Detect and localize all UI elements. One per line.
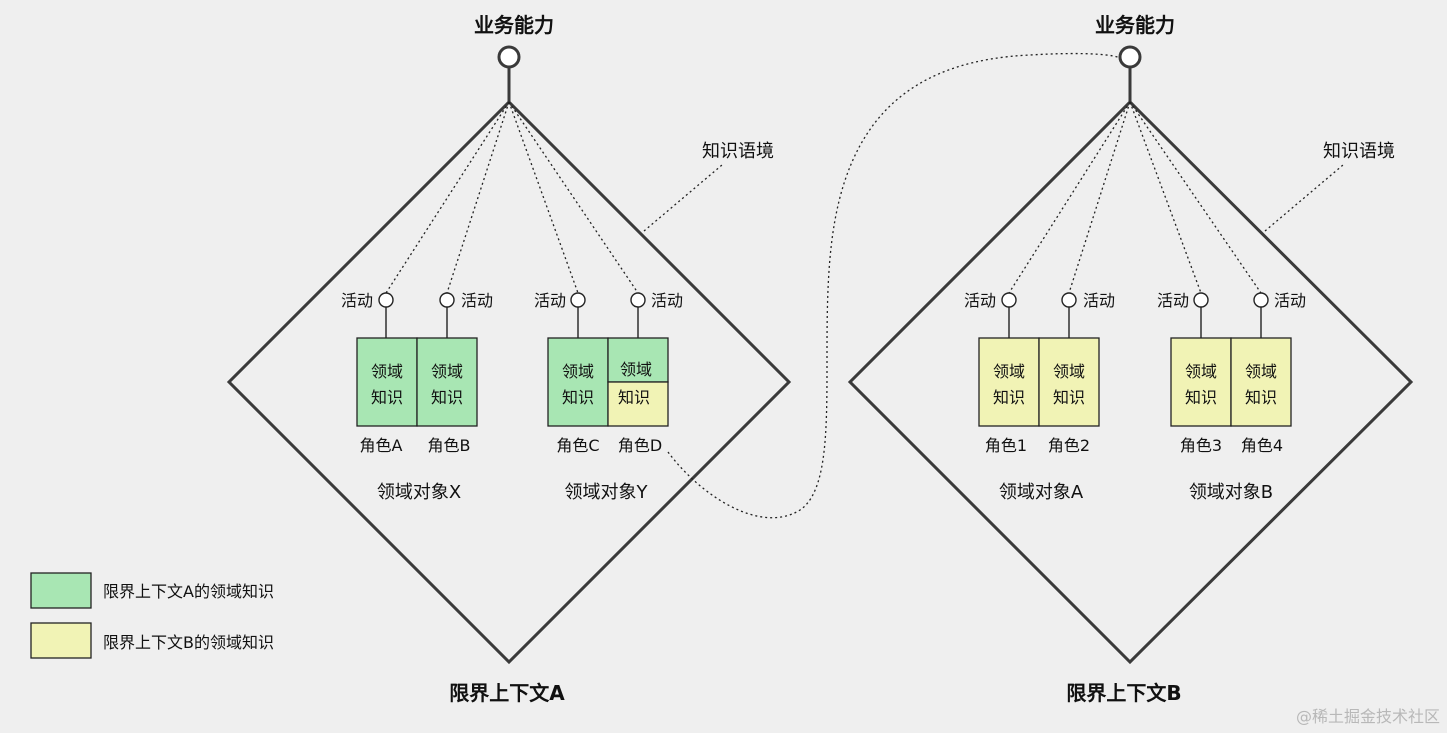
knowledge-text: 领域	[562, 362, 594, 381]
role-label: 角色D	[618, 436, 662, 455]
legend-label: 限界上下文B的领域知识	[103, 633, 274, 652]
bounded-context-b-label: 限界上下文B	[1066, 681, 1181, 705]
context-a-note: 知识语境	[702, 141, 774, 162]
knowledge-text: 知识	[993, 388, 1025, 407]
domain-object-x: 领域 知识 领域 知识 角色A 角色B 领域对象X	[356, 337, 478, 503]
knowledge-text: 知识	[562, 388, 594, 407]
knowledge-cell	[416, 337, 478, 427]
capability-b-node	[1118, 45, 1142, 69]
domain-object-label: 领域对象A	[999, 482, 1084, 503]
activity-link	[508, 101, 579, 294]
activity-label: 活动	[341, 291, 373, 310]
activity-label: 活动	[1274, 291, 1306, 310]
activity-node	[1001, 292, 1017, 308]
activity-node	[1193, 292, 1209, 308]
activity-label: 活动	[461, 291, 493, 310]
domain-object-b: 领域 知识 领域 知识 角色3 角色4 领域对象B	[1170, 337, 1292, 503]
activity-link	[1129, 101, 1202, 294]
knowledge-text: 领域	[1053, 362, 1085, 381]
activity-label: 活动	[651, 291, 683, 310]
context-b-note-leader	[1264, 164, 1344, 232]
domain-object-label: 领域对象Y	[565, 482, 649, 503]
role-label: 角色4	[1241, 436, 1283, 455]
activity-label: 活动	[1083, 291, 1115, 310]
context-a-diamond	[226, 99, 792, 665]
knowledge-cell	[356, 337, 418, 427]
context-b-diamond	[847, 99, 1414, 665]
domain-object-label: 领域对象B	[1189, 482, 1273, 503]
knowledge-text: 知识	[1185, 388, 1217, 407]
knowledge-text: 知识	[1245, 388, 1277, 407]
role-label: 角色3	[1180, 436, 1222, 455]
knowledge-cell	[1170, 337, 1232, 427]
bounded-context-a: 业务能力 知识语境 活动 活动 活动 活动 领域 知识 领域 知识 角色A	[226, 13, 792, 705]
capability-b-label: 业务能力	[1095, 13, 1175, 37]
activity-label: 活动	[964, 291, 996, 310]
knowledge-cell-bottom	[607, 381, 669, 427]
knowledge-text: 领域	[620, 360, 652, 379]
legend: 限界上下文A的领域知识 限界上下文B的领域知识	[30, 572, 274, 659]
activity-link	[508, 101, 639, 294]
activity-label: 活动	[1157, 291, 1189, 310]
role-label: 角色A	[360, 436, 403, 455]
role-label: 角色B	[428, 436, 471, 455]
bounded-context-b: 业务能力 知识语境 活动 活动 活动 活动 领域 知识 领域 知识 角色1 角色…	[847, 13, 1414, 705]
role-label: 角色1	[985, 436, 1027, 455]
knowledge-text: 知识	[371, 388, 403, 407]
context-a-note-leader	[643, 164, 723, 232]
knowledge-text: 领域	[371, 362, 403, 381]
knowledge-cell-top	[607, 337, 669, 383]
knowledge-text: 知识	[1053, 388, 1085, 407]
legend-label: 限界上下文A的领域知识	[103, 582, 274, 601]
knowledge-text: 领域	[993, 362, 1025, 381]
activity-link	[1008, 101, 1131, 294]
knowledge-text: 知识	[431, 388, 463, 407]
activity-node	[1061, 292, 1077, 308]
knowledge-cell	[547, 337, 609, 427]
legend-swatch-context-a	[30, 572, 92, 609]
activity-link	[446, 101, 510, 294]
cross-context-link	[667, 52, 1121, 519]
activity-node	[439, 292, 455, 308]
activity-link	[385, 101, 510, 294]
activity-label: 活动	[534, 291, 566, 310]
activity-node	[570, 292, 586, 308]
role-label: 角色C	[556, 436, 599, 455]
bounded-context-a-label: 限界上下文A	[449, 681, 565, 705]
knowledge-cell	[978, 337, 1040, 427]
activity-node	[378, 292, 394, 308]
activity-link	[1068, 101, 1131, 294]
knowledge-cell	[1038, 337, 1100, 427]
role-label: 角色2	[1048, 436, 1090, 455]
legend-swatch-context-b	[30, 622, 92, 659]
activity-node	[1253, 292, 1269, 308]
domain-object-y: 领域 知识 领域 知识 角色C 角色D 领域对象Y	[547, 337, 669, 503]
knowledge-text: 领域	[1245, 362, 1277, 381]
capability-a-node	[497, 45, 521, 69]
domain-object-label: 领域对象X	[377, 482, 461, 503]
activity-node	[630, 292, 646, 308]
knowledge-text: 领域	[1185, 362, 1217, 381]
knowledge-cell	[1230, 337, 1292, 427]
capability-a-label: 业务能力	[474, 13, 554, 37]
knowledge-text: 知识	[618, 388, 650, 407]
watermark: @稀土掘金技术社区	[1296, 707, 1440, 726]
context-b-note: 知识语境	[1323, 141, 1395, 162]
activity-link	[1129, 101, 1262, 294]
knowledge-text: 领域	[431, 362, 463, 381]
domain-object-a: 领域 知识 领域 知识 角色1 角色2 领域对象A	[978, 337, 1100, 503]
